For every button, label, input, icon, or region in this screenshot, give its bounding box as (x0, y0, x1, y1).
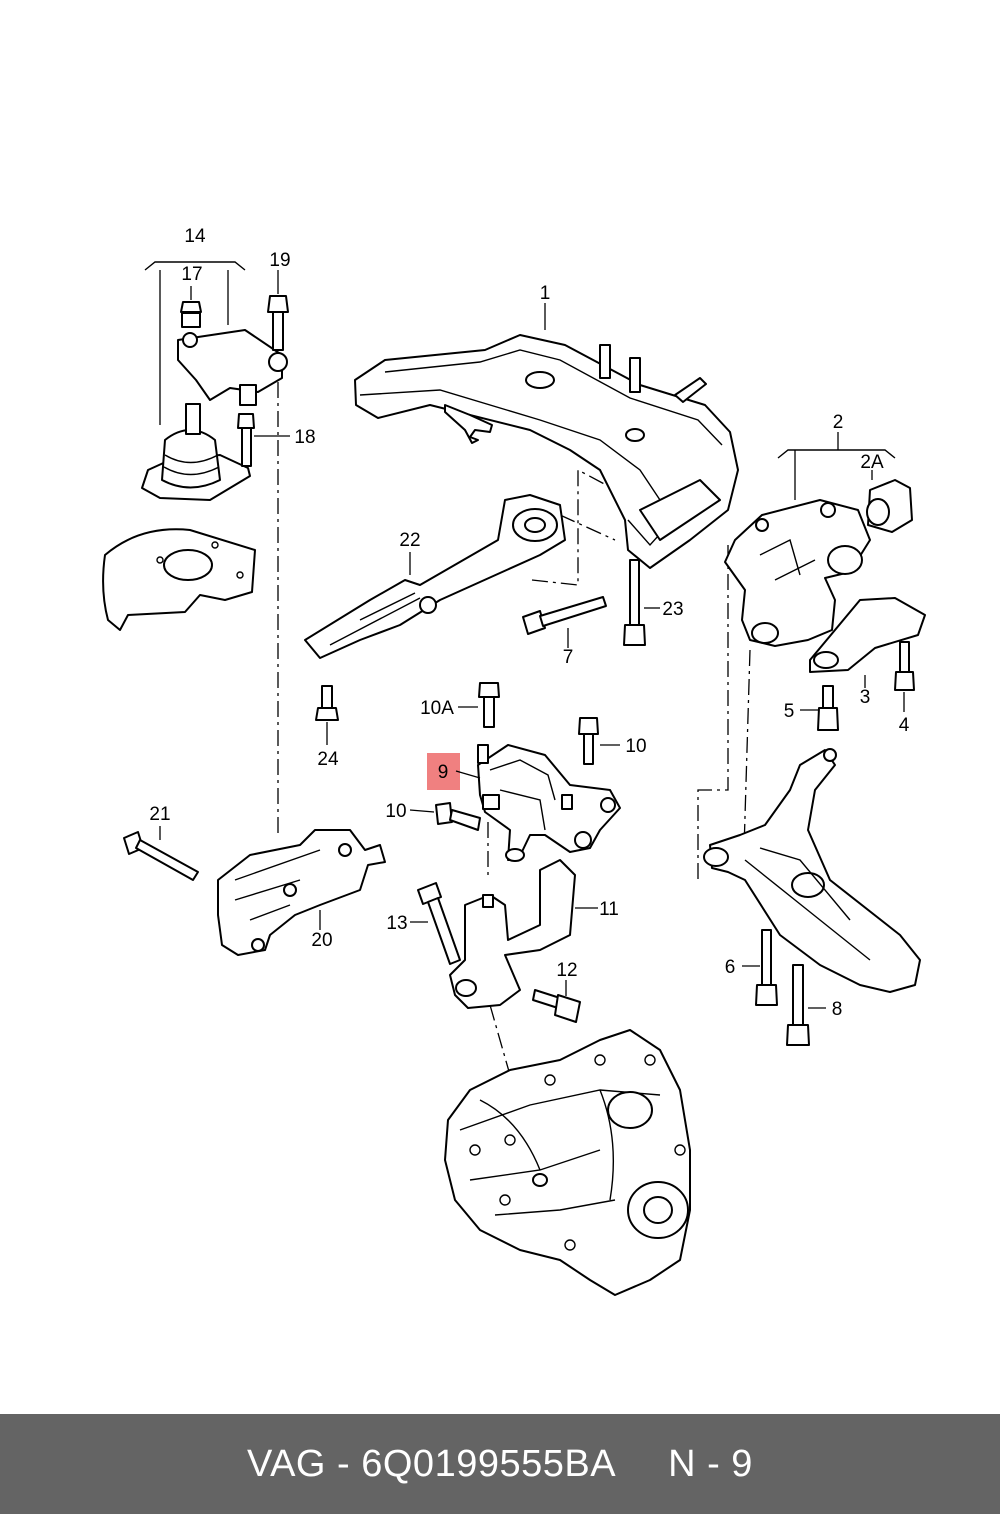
label-22: 22 (399, 530, 420, 551)
label-3: 3 (860, 687, 871, 708)
label-23: 23 (662, 599, 683, 620)
label-2a: 2A (860, 452, 884, 473)
bolt-10-upper (578, 717, 620, 765)
label-24: 24 (317, 749, 339, 770)
bolt-18 (237, 413, 290, 467)
bolt-23 (623, 559, 660, 646)
label-4: 4 (899, 715, 910, 736)
gearbox (444, 1029, 691, 1296)
label-18: 18 (294, 427, 315, 448)
diagram-reference: N - 9 (668, 1442, 753, 1485)
pendulum-support-22 (304, 494, 566, 659)
label-12: 12 (556, 960, 577, 981)
bolt-10-lower (409, 802, 481, 831)
subframe-1 (354, 303, 739, 569)
engine-support-20 (217, 829, 386, 956)
bolt-6 (742, 929, 778, 1006)
bolt-21 (123, 826, 199, 881)
bracket-11 (449, 859, 598, 1009)
label-8: 8 (832, 999, 843, 1020)
label-10a: 10A (420, 698, 454, 719)
part-number: VAG - 6Q0199555BA (247, 1442, 617, 1485)
label-1: 1 (540, 283, 551, 304)
control-arm (703, 748, 921, 993)
label-5: 5 (784, 701, 795, 722)
bushing-2a (866, 479, 913, 533)
label-9: 9 (438, 762, 449, 783)
label-19: 19 (269, 250, 290, 271)
label-20: 20 (311, 930, 332, 951)
engine-mount-assembly (102, 261, 288, 631)
bracket-3 (809, 597, 926, 688)
label-14: 14 (184, 226, 206, 247)
nut-17 (180, 286, 202, 313)
callout-labels: 1 2 2A 3 4 5 6 7 8 9 10A 10 10 11 12 13 … (149, 226, 909, 1020)
exploded-parts-diagram: 1 2 2A 3 4 5 6 7 8 9 10A 10 10 11 12 13 … (102, 226, 926, 1296)
bolt-4 (894, 641, 915, 712)
bearing-housing-2 (724, 432, 896, 647)
label-13: 13 (386, 913, 407, 934)
bolt-8 (786, 964, 826, 1046)
bolt-19 (267, 270, 289, 351)
bolt-12 (532, 980, 581, 1023)
bolt-10a (458, 682, 500, 728)
label-21: 21 (149, 804, 170, 825)
gearbox-mount-9 (477, 744, 621, 862)
label-17: 17 (181, 264, 202, 285)
label-10-upper: 10 (625, 736, 646, 757)
bolt-13 (410, 882, 461, 965)
label-11: 11 (599, 899, 619, 920)
bolt-24 (315, 685, 339, 745)
bolt-5 (800, 685, 839, 731)
bolt-7 (522, 596, 607, 648)
label-6: 6 (725, 957, 736, 978)
label-7: 7 (563, 647, 574, 668)
label-2: 2 (833, 412, 844, 433)
part-number-footer: VAG - 6Q0199555BA N - 9 (0, 1414, 1000, 1514)
part-9-highlight (427, 753, 481, 790)
label-10-lower: 10 (385, 801, 406, 822)
